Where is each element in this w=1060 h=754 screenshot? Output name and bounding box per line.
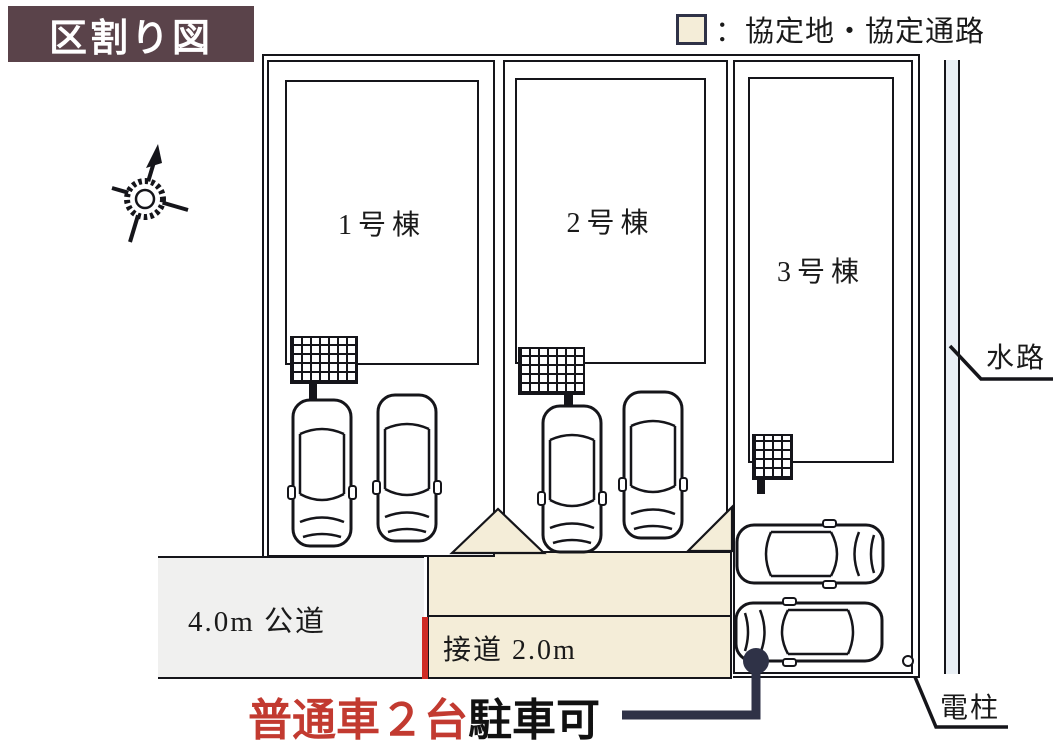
site-boundary-right [918, 54, 920, 678]
building-1: 1号棟 [285, 80, 479, 365]
waterway-strip [944, 60, 960, 674]
waterway-label: 水路 [986, 343, 1047, 374]
porch-grid-3 [752, 434, 793, 480]
parking-note-black: 駐車可 [468, 696, 600, 745]
public-road-label: 4.0m 公道 [188, 606, 327, 638]
legend: ：協定地・協定通路 [676, 8, 985, 50]
diagram-title: 区割り図 [48, 17, 213, 60]
site-boundary-top [262, 54, 920, 56]
frontage-label: 接道 2.0m [443, 635, 577, 666]
parking-note: 普通車２台駐車可 [248, 684, 600, 748]
building-1-label: 1号棟 [337, 209, 426, 241]
agreement-passage-upper [427, 551, 732, 617]
legend-label: ：協定地・協定通路 [715, 16, 986, 48]
compass-icon [111, 144, 189, 243]
porch-stem-3 [757, 478, 765, 494]
building-2-label: 2号棟 [566, 208, 655, 239]
utility-pole-marker [902, 655, 914, 667]
legend-swatch-icon [676, 13, 707, 45]
diagram-title-block: 区割り図 [8, 6, 254, 62]
porch-stem-1 [309, 382, 317, 400]
frontage-red-mark [422, 617, 428, 679]
porch-stem-2 [564, 393, 573, 407]
building-3-label: 3号棟 [776, 257, 865, 288]
utility-pole-label: 電柱 [940, 693, 1001, 724]
building-3: 3号棟 [748, 77, 894, 463]
building-2: 2号棟 [515, 78, 706, 364]
site-boundary-left [262, 54, 264, 558]
site-boundary-bottom-right [733, 676, 920, 678]
parking-note-red: 普通車２台 [248, 696, 468, 745]
porch-grid-1 [290, 336, 358, 384]
public-road-area [158, 556, 424, 679]
porch-grid-2 [518, 347, 585, 395]
